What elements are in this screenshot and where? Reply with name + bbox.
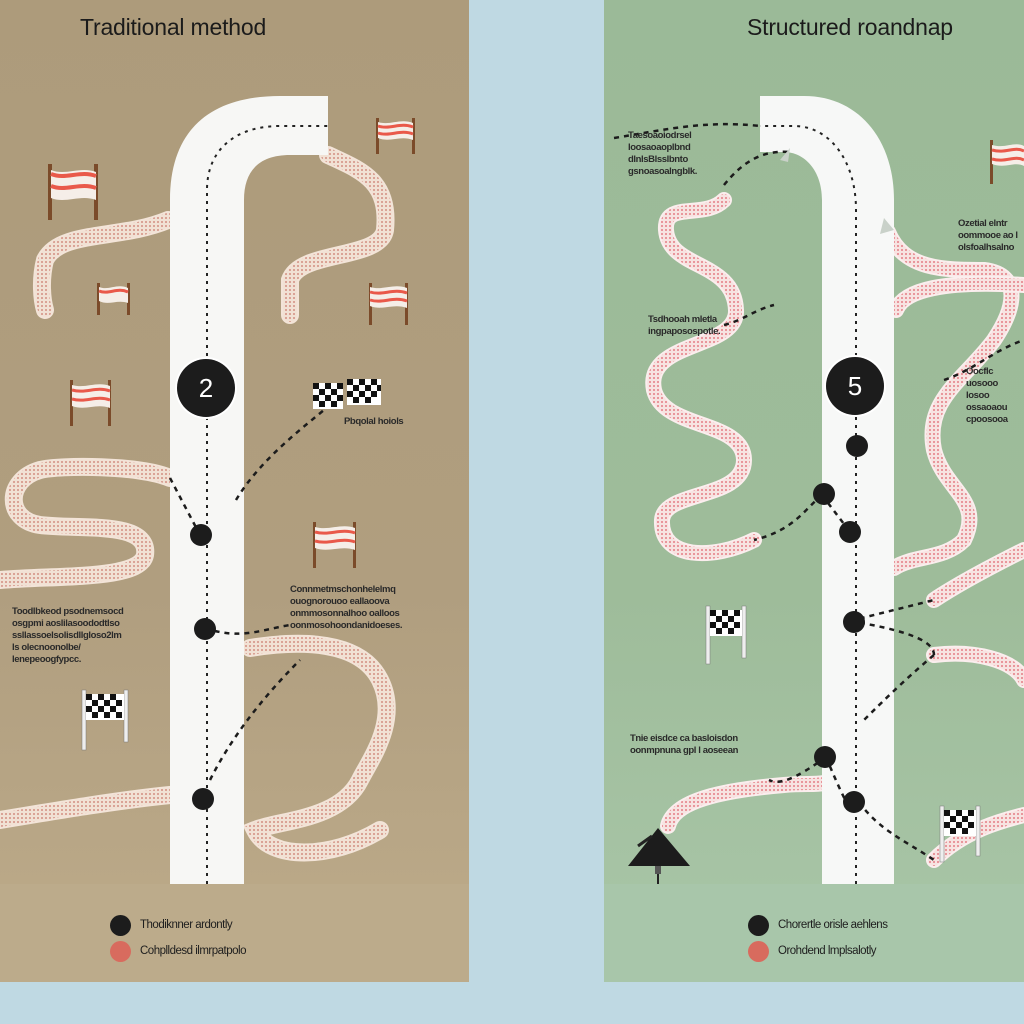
top-left-annotation: Taesoaoiodrsel loosaoaoplbnd dlnlsBlsslb…: [628, 130, 697, 177]
legend-item: Chorertle orisle aehlens: [748, 912, 888, 938]
mid-right-annotation: Oocflc uosooo losoo ossaoaou cpoosooa: [966, 366, 1008, 425]
cone-icon: [628, 828, 690, 884]
bottom-left-annotation: Tnie eisdce ca basloisdon oonmpnuna gpl …: [630, 733, 738, 756]
arrow-icon: [780, 148, 790, 162]
panel-title: Traditional method: [80, 14, 267, 40]
traditional-road-illustration: [0, 96, 415, 884]
black-dot-icon: [748, 914, 769, 936]
legend: Chorertle orisle aehlens Orohdend lmplsa…: [748, 912, 888, 964]
top-right-annotation: Ozetial elntr oommooe ao l olsfoalhsalno: [958, 218, 1018, 253]
structured-road-illustration: [613, 96, 1024, 884]
mid-left-annotation: Tsdhooah mletla ingpaposospotle.: [648, 314, 721, 337]
legend-item: Thodiknner ardontly: [110, 912, 246, 938]
legend-item: Orohdend lmplsalotly: [748, 938, 887, 964]
structured-roadmap-panel: Structured roandnap: [604, 0, 1024, 982]
center-annotation: Connmetmschonhelelmq ouognorouoo eallaoo…: [290, 584, 403, 631]
legend-band: [0, 884, 469, 982]
step-number-marker: 2: [177, 359, 235, 417]
step-markers: [813, 435, 868, 813]
step-number-marker: 5: [826, 357, 884, 415]
traditional-method-panel: Traditional method: [0, 0, 469, 982]
barrier-icons: [48, 118, 415, 568]
checkered-flag-icons: [81, 379, 381, 751]
step-markers: [190, 524, 216, 810]
panel-title: Structured roandnap: [747, 14, 953, 40]
barrier-icon: [990, 140, 1024, 184]
main-road: [170, 96, 328, 884]
legend-band: [604, 884, 1024, 982]
arrow-icon: [880, 218, 894, 234]
legend: Thodiknner ardontly Cohplldesd ilmrpatpo…: [110, 912, 246, 964]
red-dot-icon: [748, 940, 769, 962]
checkered-flag-icons: [705, 605, 981, 863]
red-dot-icon: [110, 940, 131, 962]
winding-paths: [0, 146, 396, 862]
legend-item: Cohplldesd ilmrpatpolo: [110, 938, 246, 964]
left-annotation: Toodlbkeod psodnemsocd osgpmi aoslilasoo…: [12, 606, 124, 665]
flags-annotation: Pbqolal hoiols: [344, 416, 404, 427]
black-dot-icon: [110, 914, 131, 936]
